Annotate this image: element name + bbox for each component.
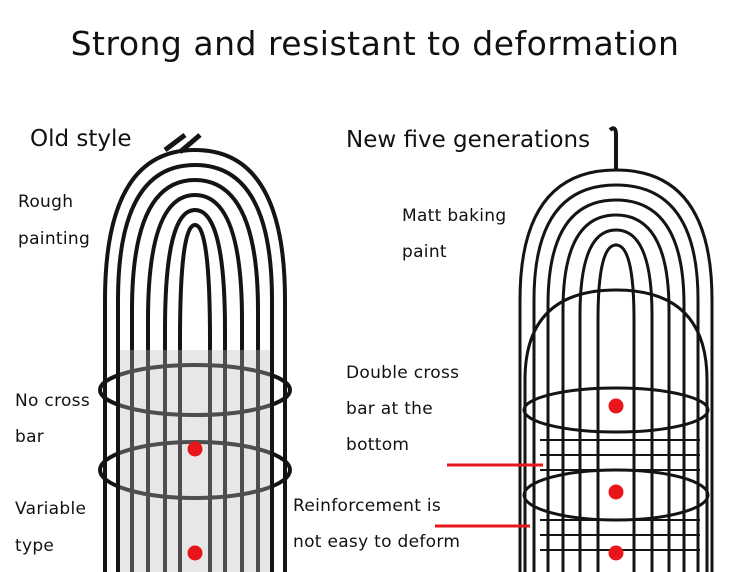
marker-dot: [187, 545, 203, 561]
marker-dot: [187, 441, 203, 457]
label-painting: painting: [18, 229, 91, 249]
label-paint: paint: [402, 242, 447, 262]
red-markers: [187, 398, 624, 561]
old-cage-mesh: [120, 350, 270, 572]
new-style-heading: New five generations: [346, 127, 591, 153]
old-style-heading: Old style: [30, 126, 132, 152]
page-title: Strong and resistant to deformation: [70, 24, 680, 63]
label-bottom: bottom: [346, 435, 410, 455]
label-matt-baking: Matt baking: [402, 206, 507, 226]
old-style-cage: [98, 133, 292, 572]
label-bar-at-the: bar at the: [346, 399, 433, 419]
label-not-easy-to-deform: not easy to deform: [293, 532, 461, 552]
marker-dot: [608, 398, 624, 414]
marker-dot: [608, 545, 624, 561]
label-bar: bar: [15, 427, 45, 447]
label-rough: Rough: [18, 192, 74, 212]
new-style-cage: [518, 126, 714, 572]
label-variable: Variable: [15, 499, 87, 519]
label-type: type: [15, 536, 55, 556]
label-no-cross: No cross: [15, 391, 90, 411]
label-double-cross: Double cross: [346, 363, 460, 383]
label-reinforcement: Reinforcement is: [293, 496, 442, 516]
marker-dot: [608, 484, 624, 500]
